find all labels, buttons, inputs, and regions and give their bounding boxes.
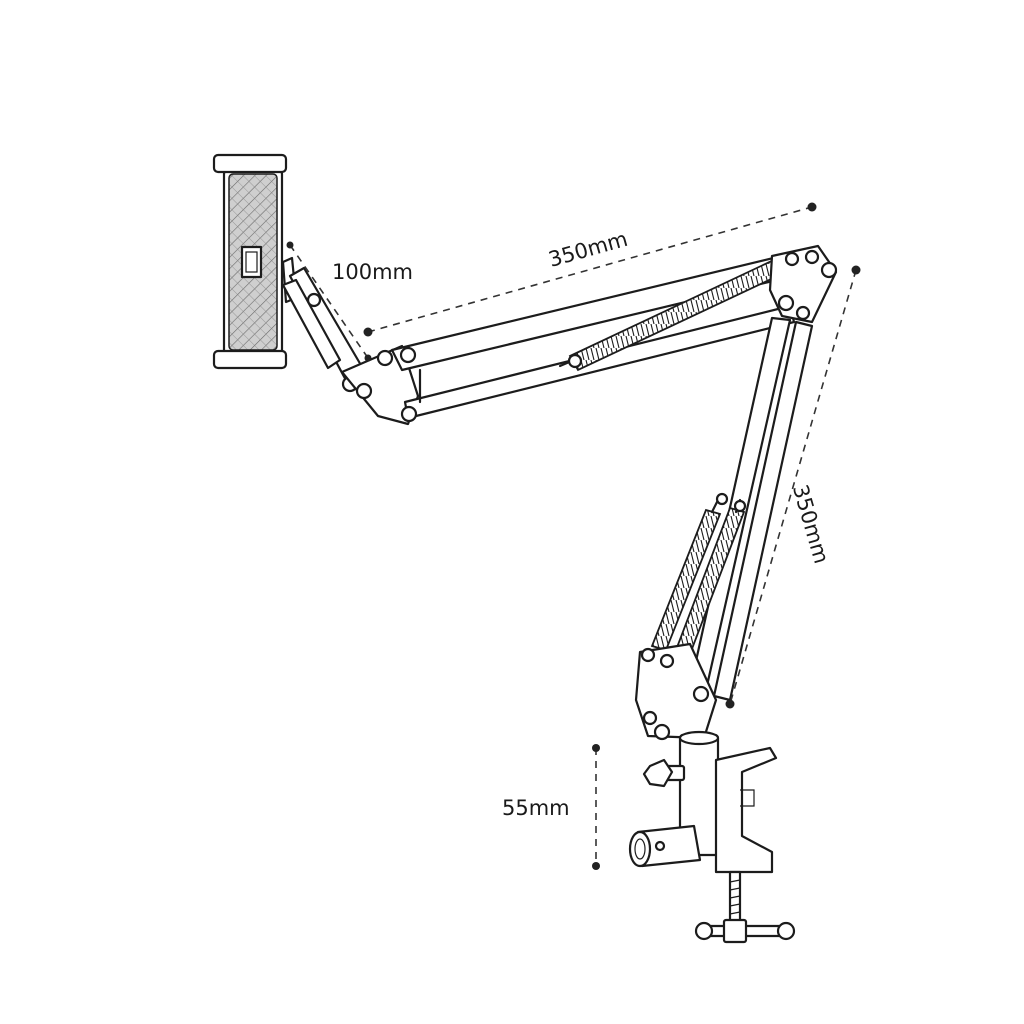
lower-arm [650, 316, 814, 702]
dimension-clamp: 55mm [502, 744, 600, 870]
holder-center-mount [240, 245, 263, 279]
dimension-label-holder: 100mm [332, 260, 413, 284]
upper-arm [340, 252, 804, 426]
locking-knob-icon [642, 758, 686, 788]
base-joint [634, 642, 718, 741]
dimension-label-clamp: 55mm [502, 796, 570, 820]
dimension-label-upper-arm: 350mm [546, 227, 630, 272]
desk-clamp [628, 730, 796, 944]
holder-link [281, 266, 367, 393]
clamp-screw [694, 870, 796, 944]
tablet-holder [212, 153, 298, 370]
dimension-label-lower-arm: 350mm [788, 482, 834, 566]
dimension-holder: 100mm [286, 241, 413, 362]
holder-top-clip [212, 153, 288, 174]
elbow-joint [768, 244, 838, 324]
holder-bottom-clip [212, 349, 288, 370]
